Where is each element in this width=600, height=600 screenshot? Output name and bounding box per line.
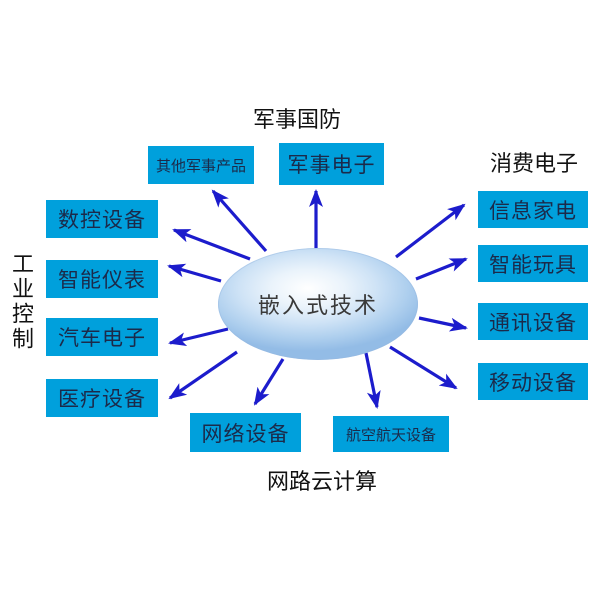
arrow-to-aerospace-equipment bbox=[364, 352, 381, 409]
node-smart-toys: 智能玩具 bbox=[478, 245, 588, 282]
node-information-appliances: 信息家电 bbox=[478, 191, 588, 228]
node-communication-equipment: 通讯设备 bbox=[478, 303, 588, 340]
header-industrial-control: 工业控制 bbox=[9, 252, 34, 352]
node-medical-equipment: 医疗设备 bbox=[46, 379, 158, 417]
center-node-label: 嵌入式技术 bbox=[257, 293, 378, 318]
arrow-to-automotive-electronics bbox=[168, 327, 229, 347]
node-automotive-electronics: 汽车电子 bbox=[46, 318, 158, 356]
arrow-to-network-equipment bbox=[253, 358, 285, 406]
arrow-to-other-military-products bbox=[211, 189, 268, 253]
arrow-to-mobile-devices bbox=[389, 345, 458, 390]
arrow-to-smart-toys bbox=[415, 257, 468, 281]
center-node-embedded-technology: 嵌入式技术 bbox=[218, 248, 418, 360]
header-military-defense: 军事国防 bbox=[252, 107, 341, 132]
arrow-to-information-appliances bbox=[395, 203, 466, 259]
arrow-to-smart-instruments bbox=[167, 263, 222, 283]
node-other-military-products: 其他军事产品 bbox=[148, 146, 254, 184]
node-aerospace-equipment: 航空航天设备 bbox=[333, 416, 449, 452]
node-cnc-equipment: 数控设备 bbox=[46, 200, 158, 238]
arrow-to-medical-equipment bbox=[168, 350, 238, 400]
header-network-cloud-computing: 网路云计算 bbox=[266, 469, 377, 494]
header-consumer-electronics: 消费电子 bbox=[489, 151, 578, 176]
node-military-electronics: 军事电子 bbox=[279, 143, 384, 185]
node-smart-instruments: 智能仪表 bbox=[46, 260, 158, 298]
arrow-to-cnc-equipment bbox=[172, 228, 251, 261]
node-network-equipment: 网络设备 bbox=[190, 413, 301, 452]
arrow-to-communication-equipment bbox=[418, 316, 468, 332]
node-mobile-devices: 移动设备 bbox=[478, 363, 588, 400]
